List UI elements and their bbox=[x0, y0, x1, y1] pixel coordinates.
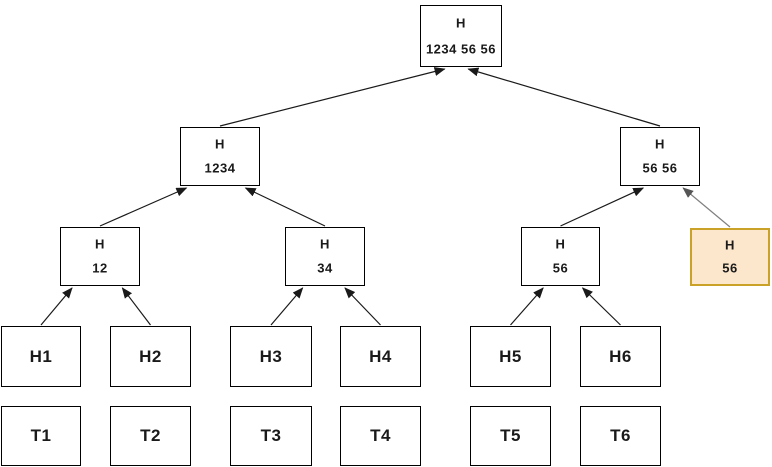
node-label: T5 bbox=[500, 426, 521, 445]
tree-node-n5656: H 56 56 bbox=[620, 127, 700, 186]
tree-node-n34: H 34 bbox=[285, 227, 365, 286]
tree-node-h5: H5 bbox=[470, 326, 551, 387]
tree-node-n56dup: H 56 bbox=[690, 228, 770, 286]
node-hash-value: 12 bbox=[92, 260, 108, 276]
node-label: H2 bbox=[139, 346, 162, 366]
tree-node-h6: H6 bbox=[580, 326, 661, 387]
node-label: H3 bbox=[259, 346, 283, 366]
node-hash-value: 56 bbox=[552, 260, 569, 276]
tree-node-h1: H1 bbox=[1, 326, 81, 387]
node-label: H4 bbox=[369, 346, 392, 366]
tree-node-h2: H2 bbox=[110, 326, 191, 387]
tree-node-t5: T5 bbox=[470, 406, 551, 466]
node-hash-value: 1234 56 56 bbox=[425, 41, 497, 57]
edge-h5-to-n56 bbox=[510, 287, 544, 326]
node-label: T6 bbox=[610, 426, 631, 445]
edge-h2-to-n12 bbox=[121, 287, 151, 326]
edge-h3-to-n34 bbox=[270, 287, 304, 326]
node-hash-function-label: H bbox=[655, 136, 665, 152]
tree-node-t1: T1 bbox=[1, 406, 81, 466]
node-hash-function-label: H bbox=[725, 237, 735, 253]
node-label: T3 bbox=[260, 426, 282, 445]
tree-node-t6: T6 bbox=[580, 406, 661, 466]
node-label: H1 bbox=[29, 346, 53, 366]
node-hash-function-label: H bbox=[555, 236, 566, 252]
tree-node-t3: T3 bbox=[230, 406, 312, 466]
tree-node-h4: H4 bbox=[340, 326, 421, 387]
tree-node-t2: T2 bbox=[110, 406, 191, 466]
node-hash-function-label: H bbox=[215, 136, 225, 152]
node-label: H6 bbox=[609, 346, 632, 366]
tree-node-n12: H 12 bbox=[60, 227, 140, 286]
node-hash-value: 56 56 bbox=[642, 160, 678, 176]
node-hash-value: 1234 bbox=[204, 160, 236, 176]
tree-node-t4: T4 bbox=[340, 406, 421, 466]
node-hash-function-label: H bbox=[456, 15, 466, 31]
node-label: T4 bbox=[370, 426, 391, 445]
edge-n1234-to-root bbox=[219, 67, 446, 127]
edge-h6-to-n56 bbox=[581, 287, 621, 326]
tree-node-root: H 1234 56 56 bbox=[420, 5, 502, 67]
node-hash-value: 34 bbox=[317, 260, 333, 276]
node-hash-function-label: H bbox=[95, 236, 105, 252]
edge-n56dup-to-n5656 bbox=[682, 187, 731, 228]
edge-n56-to-n5656 bbox=[560, 187, 645, 227]
node-hash-value: 56 bbox=[722, 260, 738, 276]
edge-h1-to-n12 bbox=[40, 287, 73, 326]
edge-n5656-to-root bbox=[467, 67, 661, 127]
edge-n12-to-n1234 bbox=[99, 187, 188, 227]
node-label: T2 bbox=[140, 426, 161, 445]
node-label: T1 bbox=[30, 426, 52, 445]
node-hash-function-label: H bbox=[320, 236, 330, 252]
tree-node-n56: H 56 bbox=[521, 227, 600, 286]
tree-node-h3: H3 bbox=[230, 326, 312, 387]
tree-node-n1234: H 1234 bbox=[180, 127, 260, 186]
edge-h4-to-n34 bbox=[344, 287, 381, 326]
node-label: H5 bbox=[499, 346, 522, 366]
edge-n34-to-n1234 bbox=[244, 187, 326, 227]
